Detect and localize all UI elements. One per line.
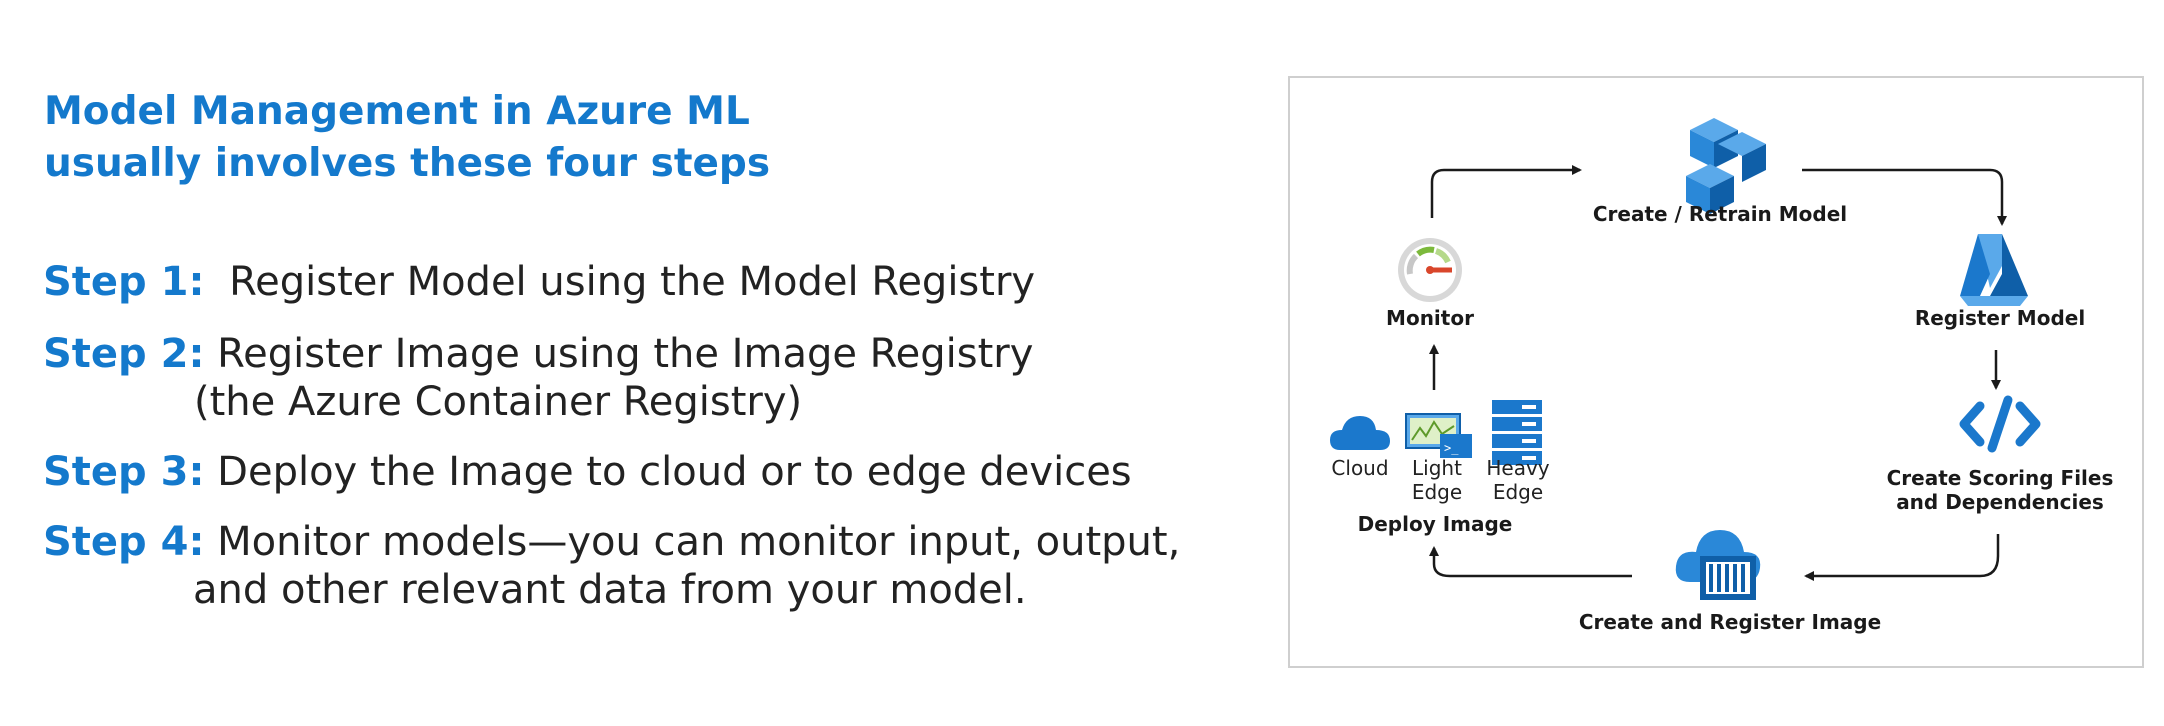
step-3-text: Deploy the Image to cloud or to edge dev…: [217, 449, 1132, 495]
heading-line-1: Model Management in Azure ML: [44, 89, 750, 134]
heavy-edge-label: Heavy Edge: [1480, 456, 1556, 504]
light-edge-line-1: Light: [1412, 456, 1462, 480]
code-icon: [1959, 395, 2041, 453]
register-image-label: Create and Register Image: [1578, 610, 1882, 634]
step-2-label: Step 2:: [43, 331, 205, 377]
step-4-text: Monitor models—you can monitor input, ou…: [217, 519, 1181, 565]
arrow-monitor-to-create: [1430, 165, 1582, 218]
scoring-files-label: Create Scoring Files and Dependencies: [1870, 466, 2130, 514]
step-4-label: Step 4:: [43, 519, 205, 565]
page-heading: Model Management in Azure ML usually inv…: [44, 86, 770, 190]
azure-ml-icon: [1960, 234, 2028, 306]
step-4-continuation: and other relevant data from your model.: [193, 567, 1027, 613]
heading-line-2: usually involves these four steps: [44, 141, 771, 186]
step-3: Step 3: Deploy the Image to cloud or to …: [43, 448, 1132, 496]
register-model-label: Register Model: [1914, 306, 2086, 330]
cubes-icon: [1686, 118, 1766, 214]
arrow-image-to-deploy: [1429, 546, 1632, 578]
gauge-icon: [1398, 238, 1462, 302]
step-1-text: Register Model using the Model Registry: [216, 259, 1036, 305]
arrow-scoring-to-image: [1804, 534, 2000, 581]
step-4: Step 4: Monitor models—you can monitor i…: [43, 518, 1180, 614]
svg-text:>_: >_: [1444, 441, 1459, 455]
container-registry-icon: [1675, 530, 1761, 600]
step-1: Step 1: Register Model using the Model R…: [43, 258, 1035, 306]
light-edge-label: Light Edge: [1402, 456, 1472, 504]
step-3-label: Step 3:: [43, 449, 205, 495]
heavy-edge-line-2: Edge: [1492, 480, 1544, 504]
deploy-image-label: Deploy Image: [1357, 512, 1513, 536]
cloud-icon: [1330, 416, 1390, 450]
step-2: Step 2: Register Image using the Image R…: [43, 330, 1033, 426]
heavy-edge-icon: [1492, 400, 1542, 465]
diagram-graphics: >_: [1330, 118, 2041, 600]
light-edge-icon: >_: [1405, 413, 1472, 458]
scoring-files-line-2: and Dependencies: [1896, 490, 2104, 514]
step-2-text: Register Image using the Image Registry: [217, 331, 1034, 377]
monitor-label: Monitor: [1386, 306, 1474, 330]
step-2-continuation: (the Azure Container Registry): [194, 379, 803, 425]
light-edge-line-2: Edge: [1411, 480, 1463, 504]
step-1-label: Step 1:: [43, 259, 205, 305]
heavy-edge-line-1: Heavy: [1486, 456, 1550, 480]
scoring-files-line-1: Create Scoring Files: [1886, 466, 2114, 490]
create-model-label: Create / Retrain Model: [1592, 202, 1848, 226]
arrow-create-to-register: [1802, 168, 2007, 226]
cloud-label: Cloud: [1331, 456, 1389, 480]
lifecycle-diagram: >_ Create / Retrain Model Register Model…: [1288, 76, 2144, 668]
